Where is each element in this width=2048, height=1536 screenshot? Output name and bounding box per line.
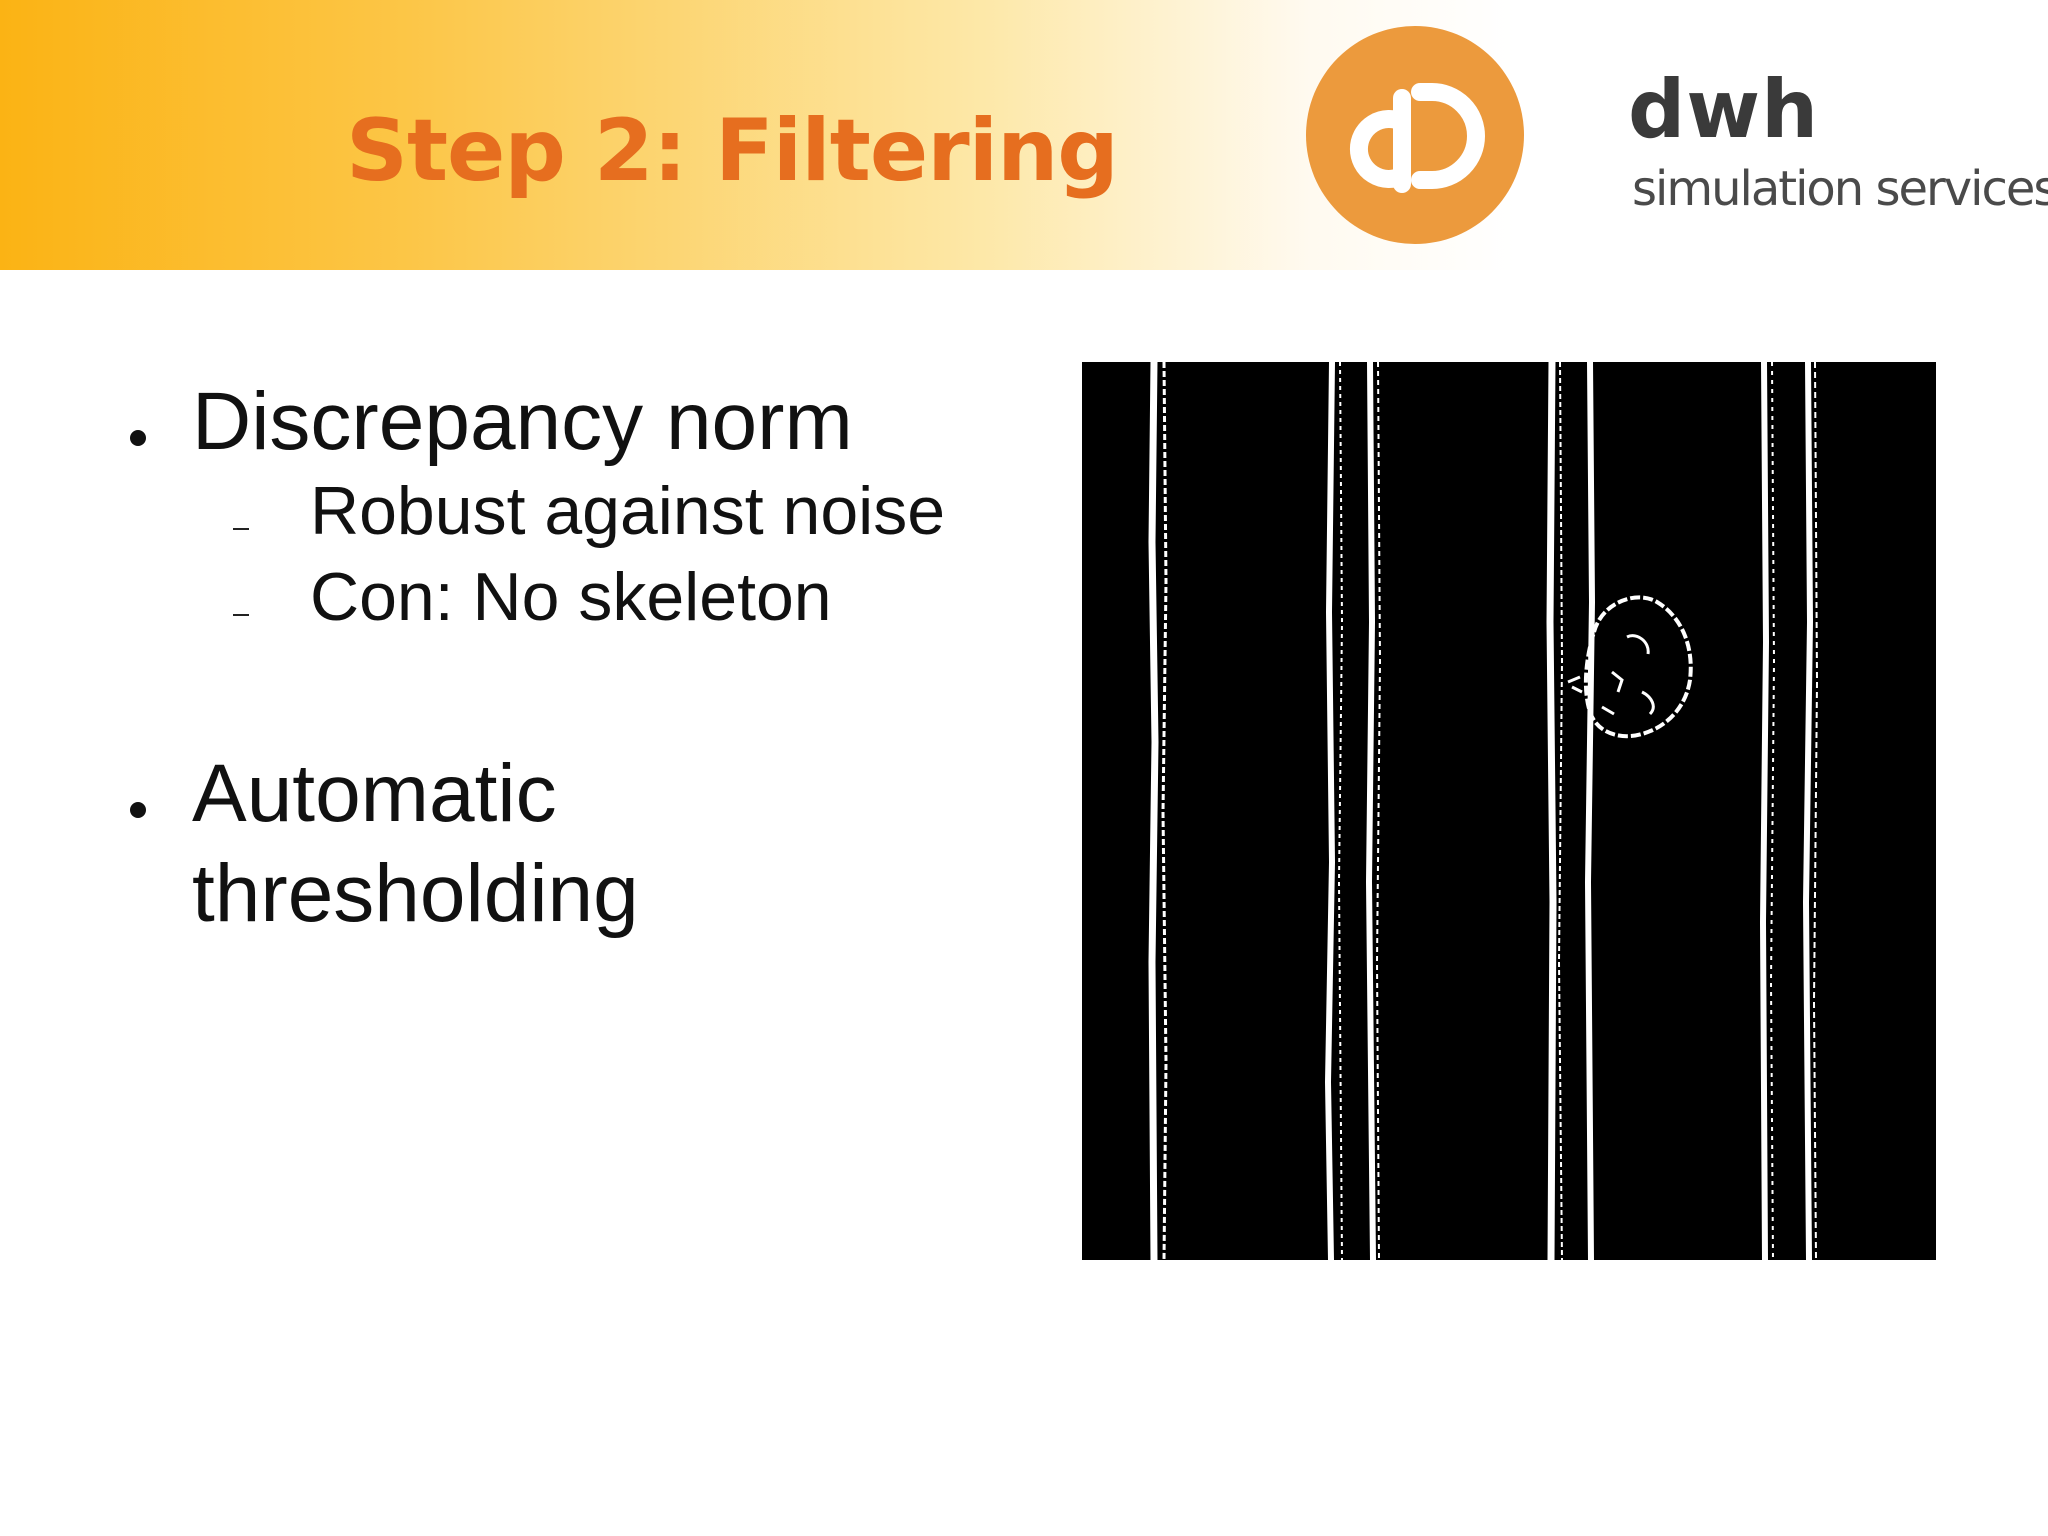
sub-bullet-dash <box>233 614 249 616</box>
brand-name: dwh <box>1628 63 1820 156</box>
bullet-label: Discrepancy norm <box>192 376 853 467</box>
bullet-dot <box>130 430 146 446</box>
sub-bullet-dash <box>233 528 249 530</box>
header-band <box>0 0 2048 270</box>
sub-bullet-robust: Robust against noise <box>310 473 946 549</box>
bullet-label-line-2: thresholding <box>192 848 639 939</box>
slide-title: Step 2: Filtering <box>346 101 1119 201</box>
bullet-dot <box>130 802 146 818</box>
dwh-logo-icon <box>1306 26 1524 244</box>
sub-bullet-con: Con: No skeleton <box>310 559 832 635</box>
binary-filtered-image <box>1082 361 1936 1261</box>
brand-tagline: simulation services <box>1632 161 2048 217</box>
binary-filtered-image-svg <box>1082 361 1936 1261</box>
bullet-label-line-1: Automatic <box>192 748 557 839</box>
